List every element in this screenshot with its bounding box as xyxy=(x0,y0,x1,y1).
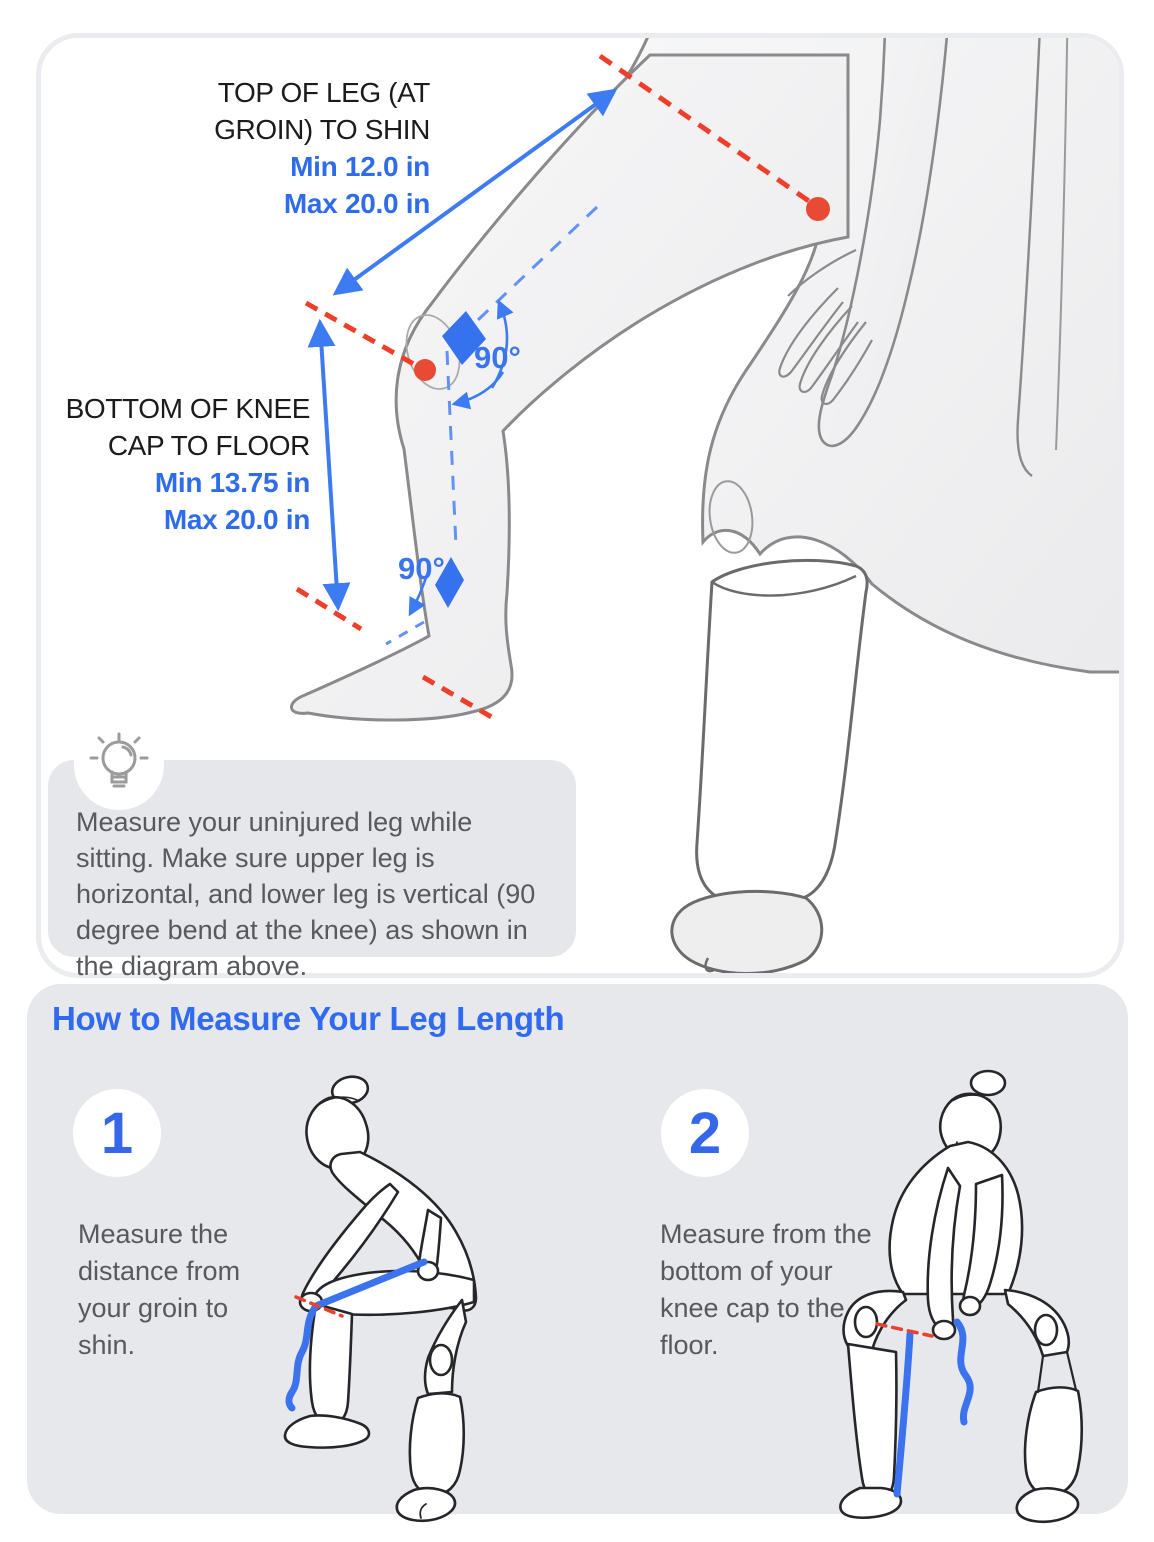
measuring-tape-step1 xyxy=(285,1258,428,1412)
tip-text: Measure your uninjured leg while sitting… xyxy=(76,807,536,981)
groin-point-marker xyxy=(806,197,830,221)
step1-figure xyxy=(283,1075,478,1523)
measurement-groin-max: Max 20.0 in xyxy=(283,188,430,219)
measurement-knee-title-line1: BOTTOM OF KNEE xyxy=(65,393,311,424)
measuring-tape-coil-step2 xyxy=(953,1318,974,1426)
measurement-knee-max: Max 20.0 in xyxy=(163,504,310,535)
knee-mark-step2 xyxy=(875,1322,934,1338)
measurement-groin-min: Min 12.0 in xyxy=(290,151,430,182)
how-to-heading: How to Measure Your Leg Length xyxy=(52,1000,565,1037)
knee-point-marker xyxy=(414,359,436,381)
step1-number-badge: 1 xyxy=(73,1089,161,1177)
measurement-groin-label: TOP OF LEG (AT GROIN) TO SHIN Min 12.0 i… xyxy=(150,74,430,222)
shin-mark-step1 xyxy=(294,1295,344,1318)
angle-label-knee: 90° xyxy=(474,340,521,375)
measurement-knee-label: BOTTOM OF KNEE CAP TO FLOOR Min 13.75 in… xyxy=(40,390,311,538)
step1-text: Measure the distance from your groin to … xyxy=(78,1219,241,1360)
measurement-annotations xyxy=(295,53,830,722)
seated-body-illustration xyxy=(290,38,1119,973)
step2-number-badge: 2 xyxy=(661,1089,749,1177)
tip-box: Measure your uninjured leg while sitting… xyxy=(48,720,576,981)
lightbulb-icon xyxy=(74,720,164,810)
measuring-tape-step2 xyxy=(893,1330,914,1498)
step2-figure xyxy=(839,1069,1084,1524)
angle-label-ankle: 90° xyxy=(398,551,445,586)
step2-number: 2 xyxy=(688,1100,722,1166)
measurement-knee-min: Min 13.75 in xyxy=(154,467,310,498)
step1-number: 1 xyxy=(100,1100,134,1166)
right-angle-square-knee xyxy=(442,311,486,365)
step2-text: Measure from the bottom of your knee cap… xyxy=(660,1219,872,1360)
measurement-knee-title-line2: CAP TO FLOOR xyxy=(107,430,311,461)
measurement-groin-title-line1: TOP OF LEG (AT xyxy=(217,77,431,108)
right-angle-square-ankle xyxy=(435,557,464,608)
measurement-groin-title-line2: GROIN) TO SHIN xyxy=(214,114,430,145)
